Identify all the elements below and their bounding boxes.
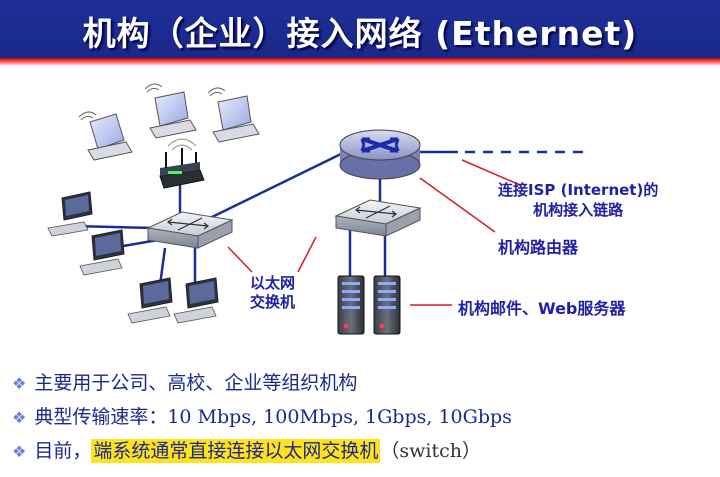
title-underline: [0, 58, 720, 66]
switch-label-line1: 以太网: [250, 274, 296, 292]
bullet-item: ❖ 主要用于公司、高校、企业等组织机构: [12, 368, 512, 402]
bullet-diamond-icon: ❖: [12, 442, 27, 461]
pointer-router: [419, 177, 496, 233]
link-pc3-switch1: [158, 247, 167, 286]
pointer-switch2: [297, 236, 317, 273]
switch-label-line2: 交换机: [250, 293, 296, 311]
bullet-diamond-icon: ❖: [12, 408, 27, 427]
isp-link-label-line2: 机构接入链路: [533, 201, 624, 219]
label-pointers: [227, 159, 521, 306]
laptop-icon: [144, 83, 197, 139]
bullet-text: 典型传输速率：10 Mbps, 100Mbps, 1Gbps, 10Gbps: [34, 406, 512, 428]
switch-label: 以太网 交换机: [250, 274, 295, 312]
laptop-icon: [207, 87, 260, 143]
bullet-prefix: 目前，: [34, 440, 92, 462]
desktop-pc-icon: [127, 277, 173, 324]
bullet-text: 主要用于公司、高校、企业等组织机构: [34, 372, 358, 394]
bullet-list: ❖ 主要用于公司、高校、企业等组织机构 ❖ 典型传输速率：10 Mbps, 100M…: [12, 368, 512, 470]
desktop-pc-icon: [79, 229, 125, 276]
server-icon: [337, 275, 365, 335]
bullet-suffix: （switch）: [380, 440, 481, 462]
desktop-pc-icon: [173, 277, 219, 324]
page-title: 机构（企业）接入网络 (Ethernet): [82, 14, 638, 53]
wifi-router-icon: [159, 138, 205, 189]
bullet-highlight: 端系统通常直接连接以太网交换机: [91, 439, 381, 463]
isp-link-label: 连接ISP (Internet)的 机构接入链路: [498, 180, 658, 220]
isp-link-label-line1: 连接ISP (Internet)的: [498, 181, 659, 199]
pointer-switch1: [227, 246, 253, 273]
servers-label: 机构邮件、Web服务器: [458, 299, 626, 318]
desktop-pc-icon: [47, 191, 93, 237]
router-icon: [339, 129, 421, 180]
ethernet-switch-icon: [334, 199, 422, 237]
link-switch1-router: [209, 150, 346, 220]
ethernet-switch-icon: [146, 211, 234, 249]
laptop-icon: [78, 111, 133, 161]
router-label: 机构路由器: [498, 238, 579, 257]
bullet-diamond-icon: ❖: [12, 374, 27, 393]
pointer-isp-link: [461, 159, 521, 186]
server-icon: [373, 275, 401, 335]
bullet-item: ❖ 目前，端系统通常直接连接以太网交换机（switch）: [12, 436, 512, 470]
title-bar: 机构（企业）接入网络 (Ethernet): [0, 0, 720, 58]
bullet-item: ❖ 典型传输速率：10 Mbps, 100Mbps, 1Gbps, 10Gbps: [12, 402, 512, 436]
network-diagram: [47, 83, 585, 335]
